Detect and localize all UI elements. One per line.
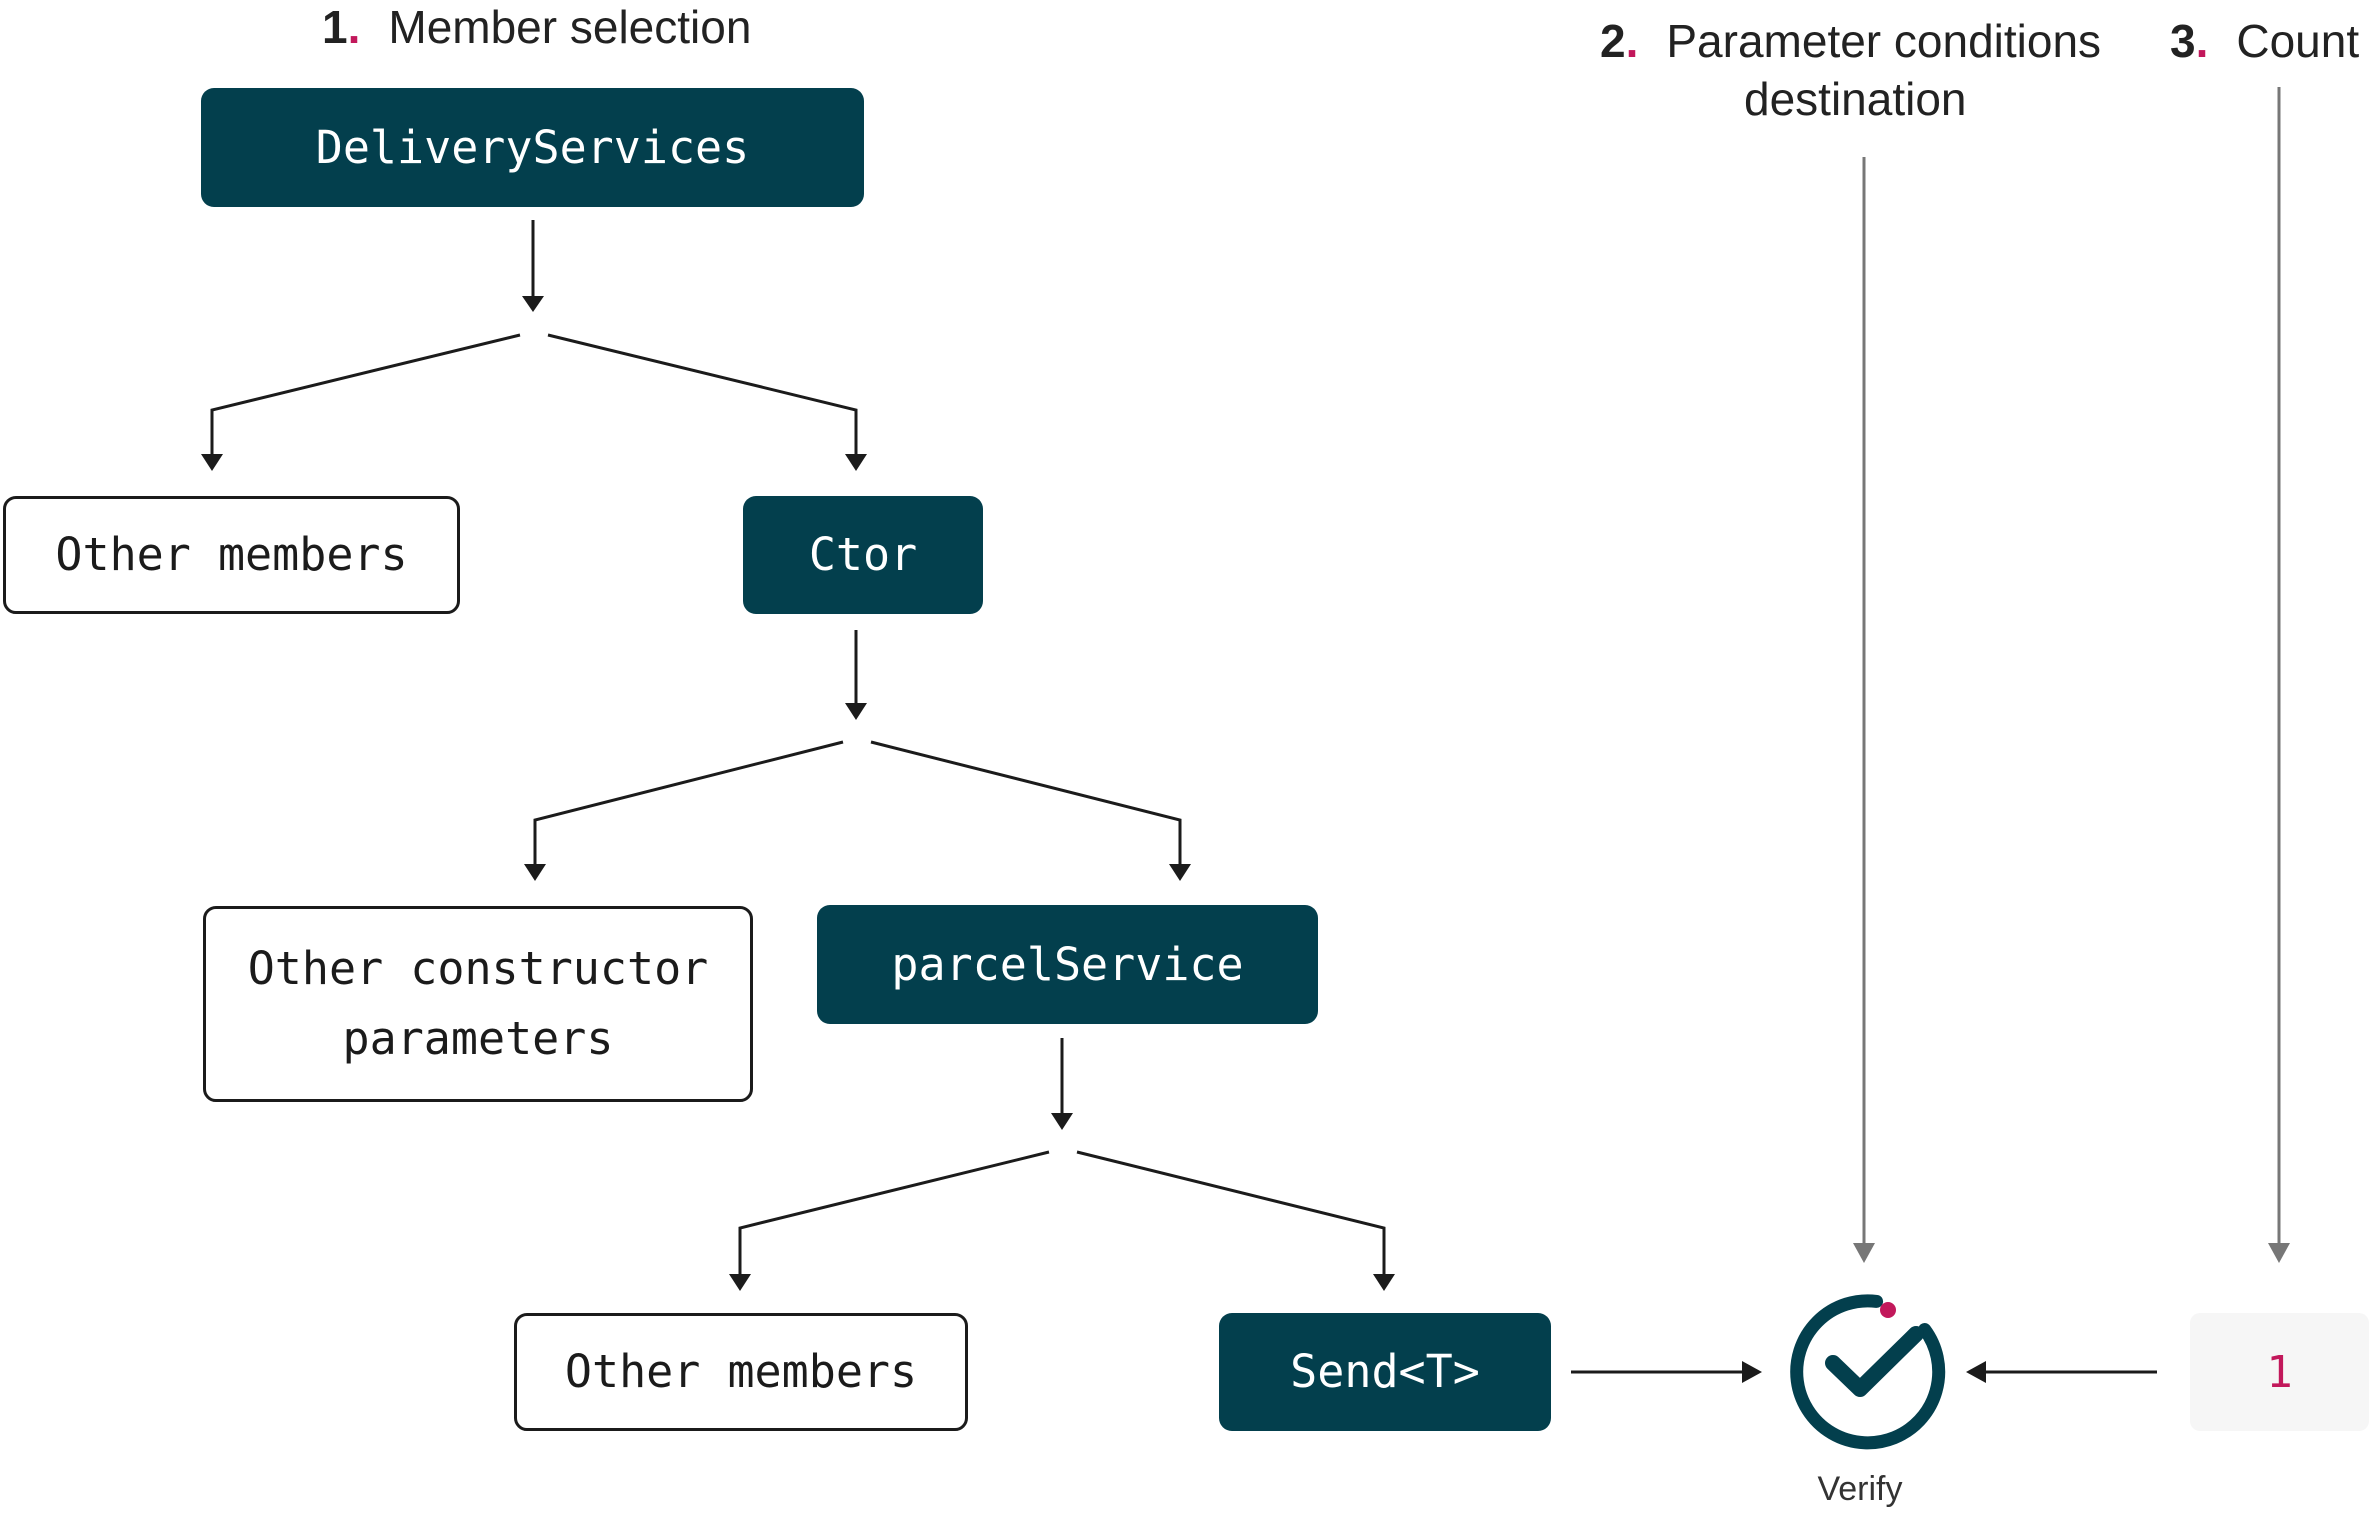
heading-text: Count	[2236, 15, 2360, 67]
arrowhead	[729, 1274, 751, 1291]
heading-dot: .	[347, 1, 361, 53]
arrowhead	[1966, 1361, 1986, 1383]
arrowhead	[845, 454, 867, 471]
node-parcel-service: parcelService	[817, 905, 1318, 1024]
branch-left-2	[533, 740, 844, 867]
arrowhead	[1373, 1274, 1395, 1291]
node-text-line1: Other constructor	[247, 942, 709, 996]
branch-right-1	[547, 333, 858, 457]
heading-dot: .	[2195, 15, 2209, 67]
arrowhead	[1742, 1361, 1762, 1383]
heading-member-selection: 1. Member selection	[322, 0, 751, 55]
arrowhead	[201, 454, 223, 471]
node-other-constructor-parameters: Other constructor parameters	[203, 906, 753, 1102]
node-send-t: Send<T>	[1219, 1313, 1551, 1431]
heading-number: 1	[322, 1, 348, 53]
arrowhead	[845, 703, 867, 720]
verify-label: Verify	[1817, 1470, 1903, 1508]
heading-parameter-conditions: 2. Parameter conditions	[1600, 14, 2101, 69]
branch-right-3	[1076, 1150, 1386, 1277]
node-text-line2: parameters	[342, 1012, 614, 1065]
branch-left-3	[738, 1150, 1050, 1277]
branch-left-1	[210, 333, 521, 457]
heading-parameter-conditions-line2: destination	[1744, 73, 1967, 125]
heading-number: 2	[1600, 15, 1626, 67]
heading-dot: .	[1625, 15, 1639, 67]
heading-text: Parameter conditions	[1666, 15, 2102, 67]
branch-right-2	[870, 740, 1182, 867]
arrowhead	[1051, 1113, 1073, 1130]
arrowhead	[522, 296, 544, 312]
check-circle-icon	[1790, 1294, 1946, 1450]
heading-text: Member selection	[388, 1, 752, 53]
node-other-members-1: Other members	[3, 496, 460, 614]
arrowhead	[2268, 1243, 2290, 1263]
arrowhead	[1853, 1243, 1875, 1263]
node-delivery-services: DeliveryServices	[201, 88, 864, 207]
node-ctor: Ctor	[743, 496, 983, 614]
arrowhead	[1169, 864, 1191, 881]
arrowhead	[524, 864, 546, 881]
heading-number: 3	[2170, 15, 2196, 67]
count-value: 1	[2190, 1313, 2369, 1431]
node-other-members-2: Other members	[514, 1313, 968, 1431]
heading-count: 3. Count	[2170, 14, 2359, 69]
